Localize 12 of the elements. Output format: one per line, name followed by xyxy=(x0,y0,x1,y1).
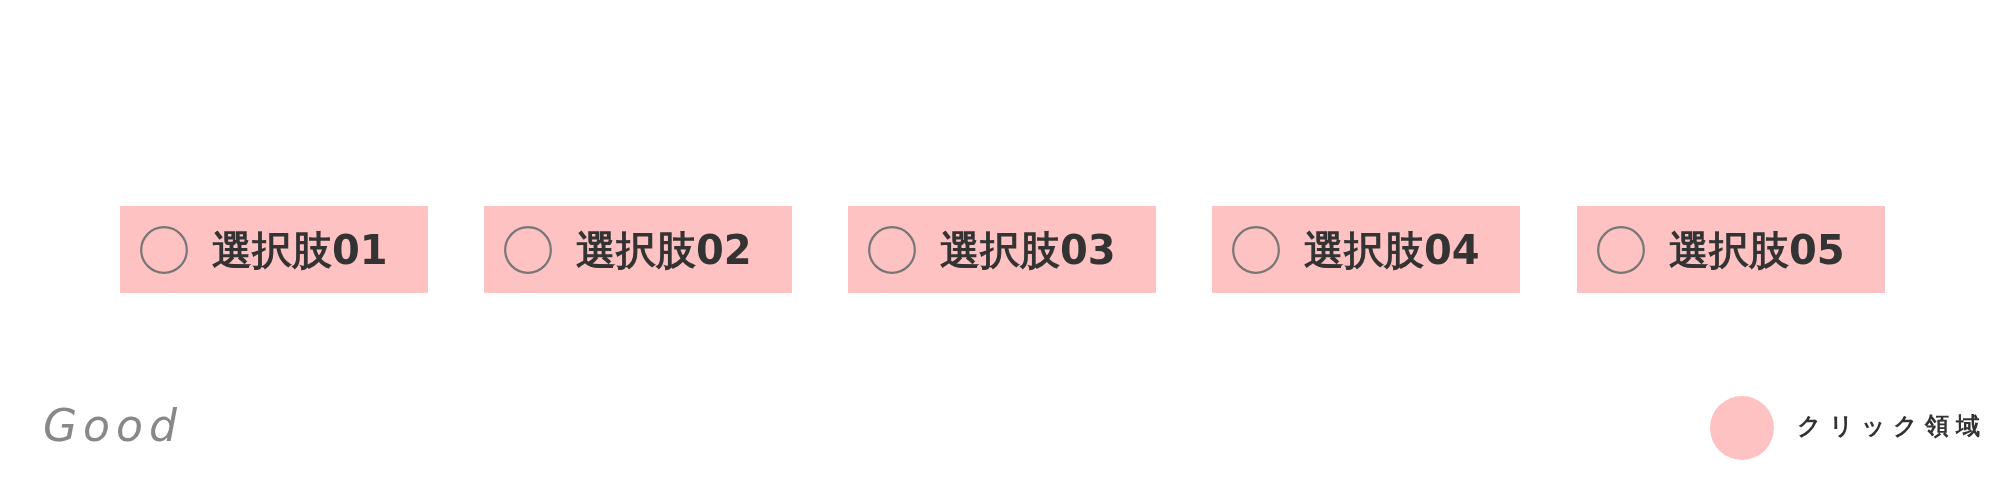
option-label: 選択肢04 xyxy=(1304,229,1480,270)
option-label: 選択肢02 xyxy=(576,229,752,270)
option-box xyxy=(120,206,428,293)
legend-label: クリック領域 xyxy=(1797,414,1987,438)
option-box xyxy=(1577,206,1885,293)
verdict-label: Good xyxy=(43,404,183,448)
option-label: 選択肢05 xyxy=(1669,229,1845,270)
option-box xyxy=(848,206,1156,293)
option-box xyxy=(1212,206,1520,293)
option-label: 選択肢01 xyxy=(212,229,388,270)
option-box xyxy=(484,206,792,293)
option-label: 選択肢03 xyxy=(940,229,1116,270)
